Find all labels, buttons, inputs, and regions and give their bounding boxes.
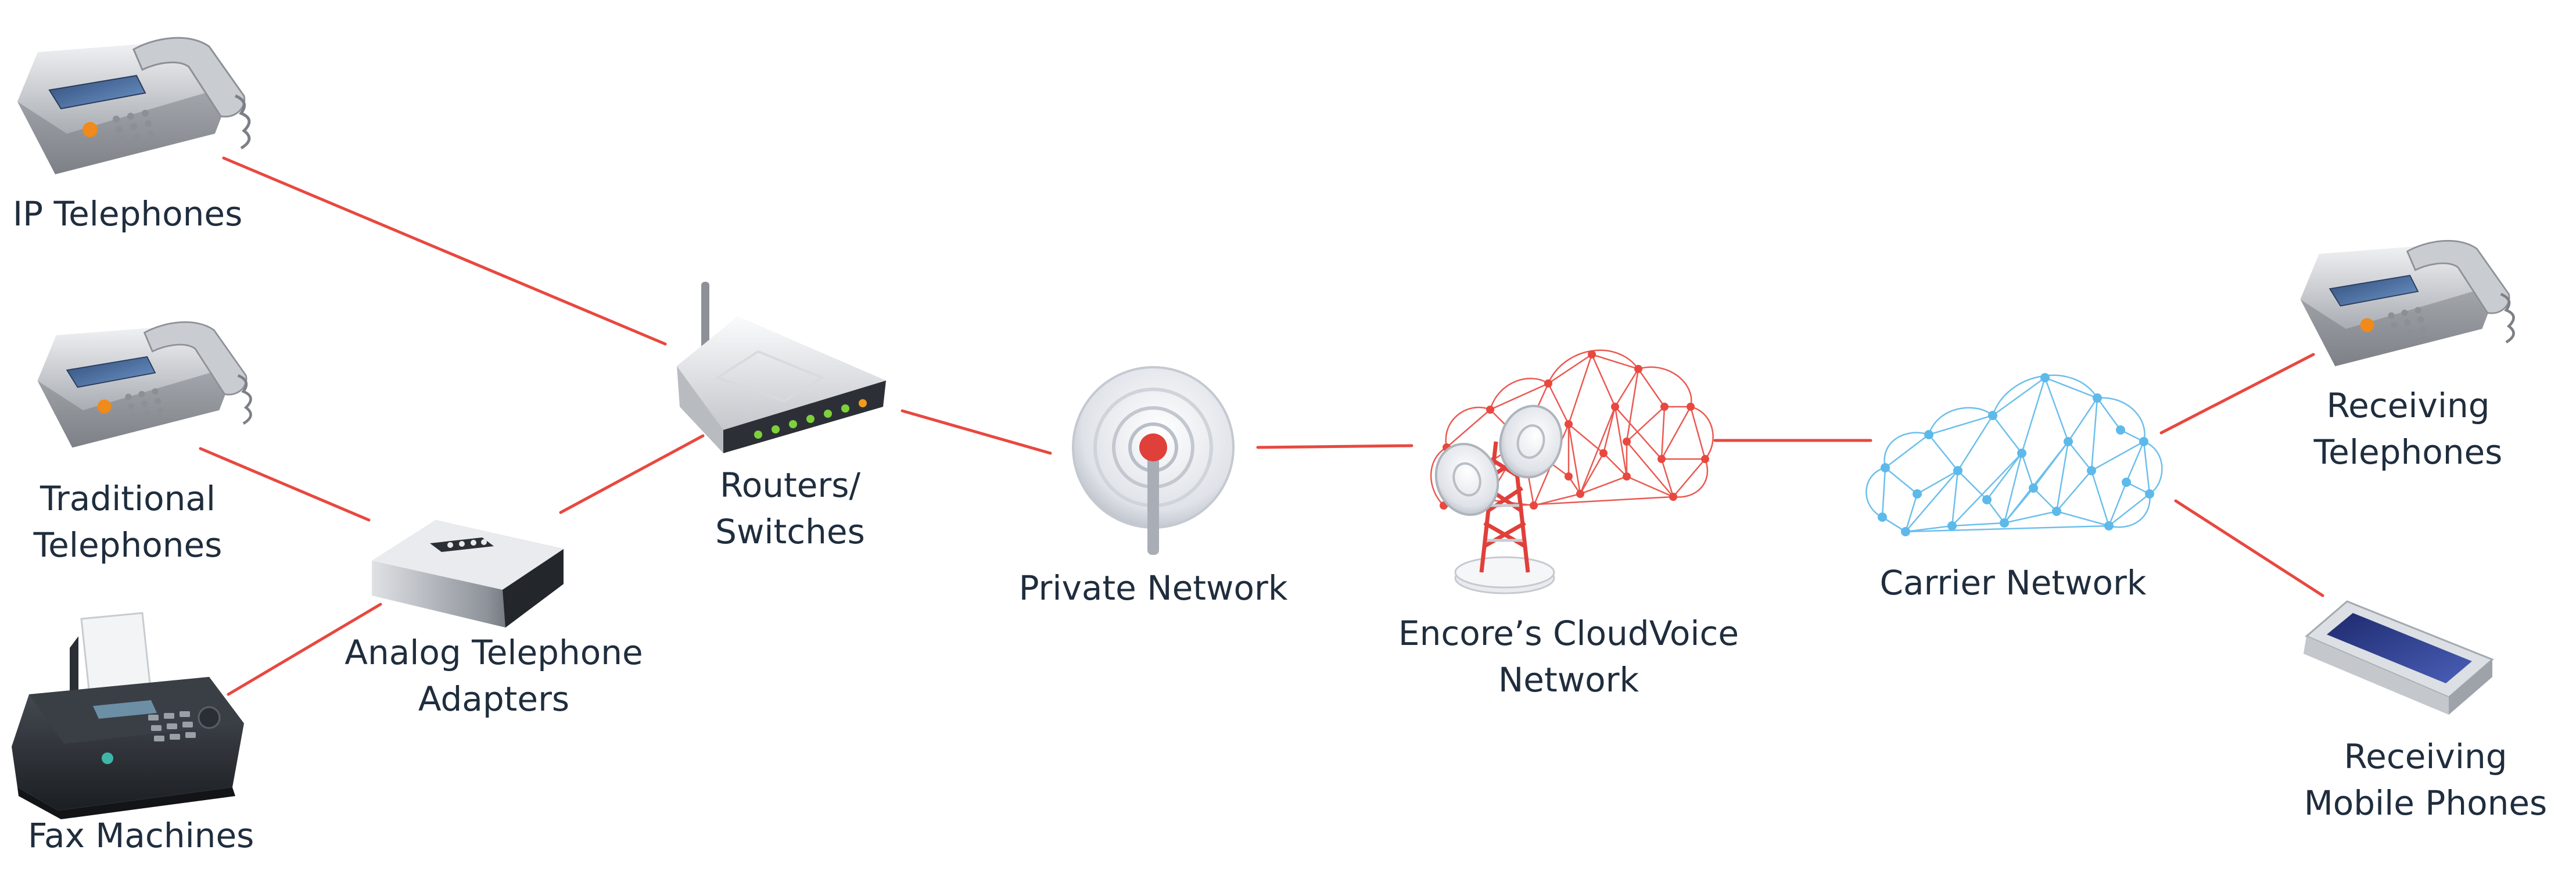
- analog-adapters-label-line2: Adapters: [418, 679, 570, 719]
- wireless-signal-icon: [1072, 366, 1235, 555]
- ip-telephones-label: IP Telephones: [13, 194, 243, 234]
- receiving-mobile-phones-label: Receiving Mobile Phones: [2274, 733, 2576, 826]
- traditional-telephones-label: Traditional Telephones: [12, 475, 244, 568]
- connection-lines: [199, 156, 2324, 696]
- desk-phone-icon: [17, 37, 251, 174]
- routers-switches-label-line2: Switches: [715, 512, 865, 551]
- traditional-telephones-label-line2: Telephones: [33, 525, 223, 565]
- telephone-adapter-icon: [372, 520, 564, 628]
- cloudvoice-network-label: Encore’s CloudVoice Network: [1371, 610, 1766, 703]
- link-carrier-mobile: [2174, 499, 2324, 597]
- receiving-telephones-label-line2: Telephones: [2313, 432, 2503, 472]
- router-icon: [677, 282, 886, 453]
- routers-switches-label: Routers/ Switches: [674, 462, 906, 555]
- analog-telephone-adapters-label: Analog Telephone Adapters: [334, 629, 654, 722]
- link-adapter-router: [559, 434, 705, 514]
- mobile-phone-icon: [2304, 600, 2494, 715]
- network-cloud-icon: [1865, 373, 2163, 536]
- receiving-telephones-label: Receiving Telephones: [2269, 382, 2548, 475]
- link-router-private: [900, 409, 1052, 455]
- traditional-telephones-label-line1: Traditional: [40, 479, 216, 518]
- desk-phone-icon: [37, 321, 252, 448]
- link-traditional-adapter: [199, 447, 371, 522]
- analog-adapters-label-line1: Analog Telephone: [345, 633, 643, 672]
- cloud-tower-icon: [1430, 349, 1714, 594]
- fax-machines-label: Fax Machines: [28, 816, 254, 855]
- desk-phone-icon: [2300, 239, 2515, 367]
- receiving-telephones-label-line1: Receiving: [2326, 386, 2490, 425]
- cloudvoice-label-line1: Encore’s CloudVoice: [1398, 614, 1739, 653]
- private-network-label: Private Network: [1018, 568, 1288, 608]
- fax-machine-icon: [12, 612, 244, 819]
- link-ip-phones-router: [222, 156, 667, 346]
- link-private-cloudvoice: [1256, 444, 1413, 449]
- link-fax-adapter: [227, 603, 382, 696]
- receiving-mobile-label-line2: Mobile Phones: [2304, 783, 2548, 823]
- routers-switches-label-line1: Routers/: [720, 465, 860, 505]
- carrier-network-label: Carrier Network: [1879, 563, 2147, 603]
- antenna-tower: [1434, 404, 1563, 594]
- link-carrier-receiving-phones: [2159, 353, 2315, 435]
- cloudvoice-label-line2: Network: [1498, 660, 1639, 700]
- receiving-mobile-label-line1: Receiving: [2344, 737, 2507, 776]
